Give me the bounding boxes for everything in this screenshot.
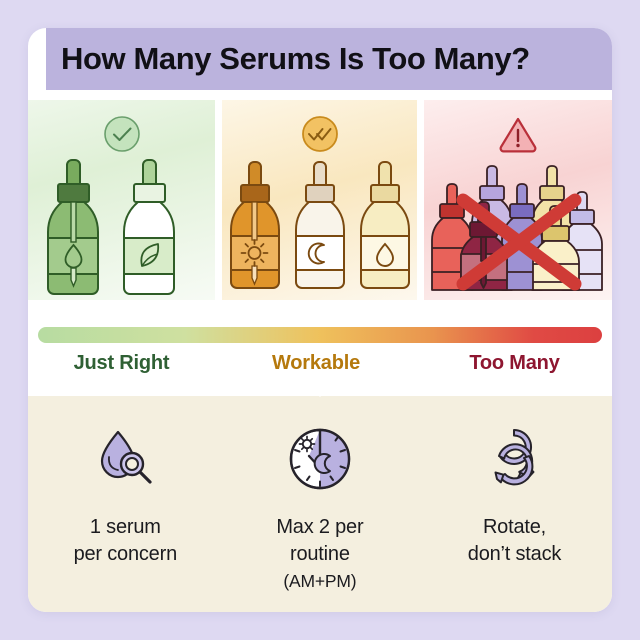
scale-label-just-right: Just Right bbox=[73, 352, 170, 374]
bottle-leaf bbox=[122, 159, 175, 295]
red-x-icon bbox=[456, 193, 582, 291]
scale-label-workable: Workable bbox=[271, 352, 361, 374]
gradient-scale-bar bbox=[38, 327, 602, 343]
rotate-arrows-icon bbox=[477, 420, 551, 498]
double-check-circle-icon bbox=[300, 114, 340, 159]
panel-workable bbox=[222, 100, 417, 300]
tip-one-serum: 1 serum per concern bbox=[28, 420, 223, 595]
tip-line-2: per concern bbox=[73, 543, 178, 565]
droplet-magnifier-icon bbox=[88, 420, 162, 498]
tips-row: 1 serum per concern bbox=[28, 420, 612, 595]
tip-line-1: 1 serum bbox=[89, 516, 161, 538]
check-circle-icon bbox=[102, 114, 142, 159]
bottle-group-just-right bbox=[28, 150, 215, 300]
bottle-sun bbox=[229, 161, 280, 289]
title-band: How Many Serums Is Too Many? bbox=[46, 28, 612, 90]
tip-rotate: Rotate, don’t stack bbox=[417, 420, 612, 595]
tip-one-serum-text: 1 serum per concern bbox=[73, 514, 178, 568]
warning-triangle-icon bbox=[497, 114, 539, 159]
bottle-moon bbox=[294, 161, 345, 289]
comparison-panels bbox=[28, 100, 612, 300]
tip-line-2: routine bbox=[290, 543, 350, 565]
sun-moon-clock-icon bbox=[283, 420, 357, 498]
bottle-group-workable bbox=[222, 152, 417, 300]
tips-footer: 1 serum per concern bbox=[28, 375, 612, 612]
tip-line-1: Max 2 per bbox=[276, 516, 364, 538]
tip-max-two-text: Max 2 per routine (AM+PM) bbox=[276, 514, 363, 595]
panel-just-right bbox=[28, 100, 215, 300]
tip-rotate-text: Rotate, don’t stack bbox=[467, 514, 562, 568]
bottle-droplet bbox=[46, 159, 99, 295]
bottle-droplet-2 bbox=[359, 161, 410, 289]
bottle-group-too-many bbox=[424, 144, 612, 300]
infographic-card: How Many Serums Is Too Many? bbox=[28, 28, 612, 612]
scale-label-too-many: Too Many bbox=[469, 352, 560, 374]
scale-labels: Just Right Workable Too Many bbox=[28, 352, 612, 375]
tip-line-1: Rotate, bbox=[482, 516, 547, 538]
tip-max-two: Max 2 per routine (AM+PM) bbox=[223, 420, 418, 595]
tip-line-3: (AM+PM) bbox=[283, 571, 357, 591]
panel-too-many bbox=[424, 100, 612, 300]
tip-line-2: don’t stack bbox=[467, 543, 562, 565]
footer-notch bbox=[298, 375, 342, 397]
page-title: How Many Serums Is Too Many? bbox=[61, 41, 530, 76]
